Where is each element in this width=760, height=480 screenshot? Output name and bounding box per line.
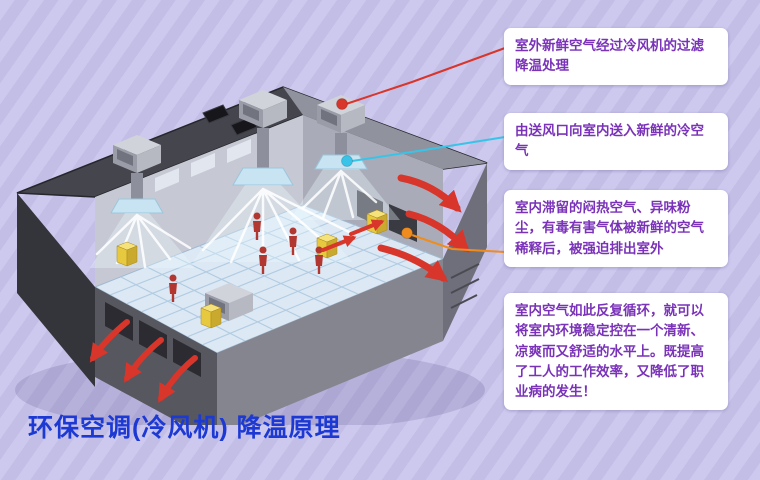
unit-grille	[117, 149, 133, 166]
front-louver	[105, 302, 133, 341]
factory-illustration	[15, 86, 488, 425]
exhaust-arrow	[321, 235, 357, 252]
callout-text: 室内滞留的闷热空气、异味粉尘，有毒有害气体被新鲜的空气稀释后，被强迫排出室外	[515, 200, 704, 256]
exhaust-arrow	[158, 355, 198, 403]
exhaust-arrow	[89, 319, 130, 363]
worker-figure	[289, 227, 297, 255]
machine	[200, 303, 222, 329]
supply-duct	[131, 173, 143, 199]
callout-circulation-summary: 室内空气如此反复循环，就可以将室内环境稳定控在一个清新、凉爽而又舒适的水平上。既…	[504, 293, 728, 411]
cooling-unit-2	[232, 90, 294, 186]
supply-duct	[257, 128, 269, 168]
exhaust-arrow	[349, 219, 385, 236]
roof-vent-icon	[202, 104, 230, 124]
outer-left-wall	[17, 193, 95, 387]
supply-duct	[335, 133, 347, 155]
unit-grille	[243, 104, 259, 121]
callout-text: 室内空气如此反复循环，就可以将室内环境稳定控在一个清新、凉爽而又舒适的水平上。既…	[515, 303, 704, 399]
callout-text: 由送风口向室内送入新鲜的冷空气	[515, 123, 704, 159]
air-diffuser	[314, 154, 368, 170]
worker-figures	[169, 212, 323, 302]
exhaust-arrow	[377, 244, 449, 283]
cooling-unit-1	[110, 135, 164, 214]
machine	[116, 241, 138, 267]
wall-window	[191, 153, 215, 177]
worker-figure	[315, 246, 323, 274]
worker-figure	[169, 274, 177, 302]
callout-fresh-air-intake: 室外新鲜空气经过冷风机的过滤降温处理	[504, 28, 728, 85]
outer-right-wall	[443, 163, 487, 341]
worker-figure	[253, 212, 261, 240]
callout-supply-vent: 由送风口向室内送入新鲜的冷空气	[504, 113, 728, 170]
unit-grille	[321, 109, 337, 126]
wall-window	[155, 168, 179, 192]
page-title: 环保空调(冷风机) 降温原理	[28, 414, 341, 442]
wall-window	[227, 139, 251, 163]
callout-exhaust: 室内滞留的闷热空气、异味粉尘，有毒有害气体被新鲜的空气稀释后，被强迫排出室外	[504, 190, 728, 267]
interior-back-wall	[95, 115, 303, 287]
air-diffuser	[110, 198, 164, 214]
callout-text: 室外新鲜空气经过冷风机的过滤降温处理	[515, 38, 704, 74]
front-louver	[139, 320, 167, 359]
right-wall-louver-lines	[450, 263, 480, 309]
outer-front-right-wall	[217, 259, 443, 425]
worker-figure	[259, 246, 267, 274]
front-louver	[173, 338, 201, 377]
exhaust-arrow	[124, 337, 164, 383]
supply-air-streams	[90, 169, 400, 270]
air-diffuser	[232, 167, 294, 186]
exhaust-arrow	[397, 174, 462, 213]
